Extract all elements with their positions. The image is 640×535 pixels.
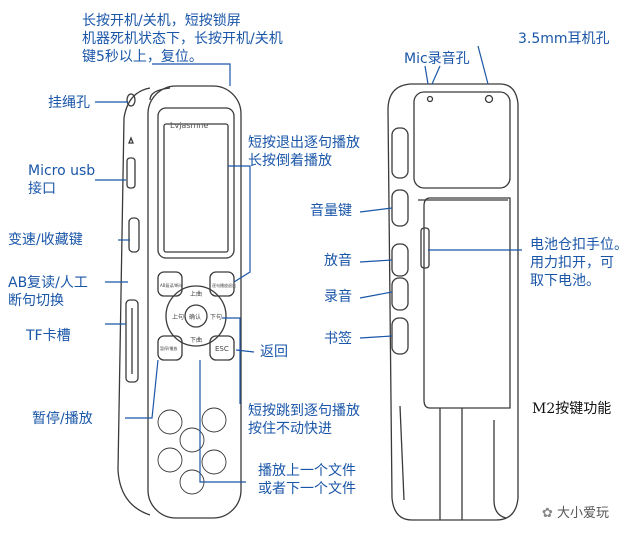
- battery-cover: [423, 197, 511, 409]
- earphone-hole: [484, 94, 494, 104]
- label-back: 返回: [260, 344, 288, 360]
- label-earphone: 3.5mm耳机孔: [518, 31, 610, 47]
- speaker-grille: [157, 407, 227, 495]
- btn-down-text: 下曲: [190, 336, 202, 344]
- micro-usb-port: [126, 157, 136, 189]
- btn-exit-text: 逐句播放退出: [212, 282, 236, 288]
- bookmark-key: [391, 317, 409, 355]
- front-device-side: [117, 87, 151, 516]
- mic-hole: [426, 95, 434, 103]
- label-lanyard: 挂绳孔: [48, 95, 90, 111]
- volume-key: [391, 189, 409, 227]
- label-mic: Mic录音孔: [404, 51, 470, 67]
- tf-card-slot: [125, 299, 139, 383]
- dpad-ring: [165, 285, 227, 347]
- brand-text: Lvjasmne: [170, 121, 208, 130]
- watermark: ✿ 大小爱玩: [542, 502, 609, 521]
- label-ab: AB复读/人工 断句切换: [8, 275, 88, 309]
- label-pause: 暂停/播放: [32, 411, 93, 427]
- front-device: [117, 85, 242, 519]
- label-bookmark: 书签: [324, 331, 352, 347]
- btn-ab-text: AB复读/断句: [160, 282, 183, 288]
- label-tf: TF卡槽: [26, 328, 71, 344]
- btn-esc-text: ESC: [215, 345, 229, 353]
- btn-up-text: 上曲: [190, 290, 202, 298]
- btn-pause-text: 暂停/播放: [160, 345, 177, 351]
- dpad-ok: [184, 304, 208, 328]
- back-device: [387, 83, 519, 521]
- back-device-body: [387, 83, 519, 521]
- label-speed: 变速/收藏键: [8, 232, 83, 248]
- label-jump: 短按跳到逐句播放 按住不动快进: [248, 403, 360, 437]
- power-key: [391, 127, 409, 179]
- battery-latch: [420, 227, 430, 269]
- pause-button: [157, 335, 183, 361]
- label-prevnext: 播放上一个文件 或者下一个文件: [258, 463, 356, 497]
- btn-left-text: 上句: [172, 313, 184, 321]
- front-device-body: [147, 85, 242, 519]
- exit-sentence-button: [209, 271, 235, 297]
- esc-button: [209, 335, 235, 361]
- front-screen: [163, 123, 229, 253]
- play-key: [391, 243, 409, 277]
- watermark-icon: ✿: [542, 506, 558, 521]
- btn-right-text: 下句: [210, 313, 222, 321]
- label-battery: 电池仓扣手位。 用力扣开，可 取下电池。: [530, 237, 628, 289]
- front-screen-frame: [157, 107, 235, 259]
- label-record: 录音: [324, 289, 352, 305]
- label-exit: 短按退出逐句播放 长按倒着播放: [248, 135, 360, 169]
- lanyard-hole: [126, 93, 136, 107]
- label-power: 长按开机/关机，短按锁屏 机器死机状态下，长按开机/关机 键5秒以上，复位。: [82, 13, 283, 65]
- back-top-plate: [413, 91, 511, 189]
- record-key: [391, 277, 409, 311]
- label-usb: Micro usb 接口: [28, 163, 96, 197]
- diagram-caption: M2按键功能: [532, 401, 612, 417]
- speed-key: [128, 217, 140, 253]
- btn-ok-text: 确认: [189, 313, 201, 321]
- callout-lines: [95, 45, 522, 483]
- watermark-text: 大小爱玩: [557, 506, 610, 521]
- label-volume: 音量键: [310, 203, 352, 219]
- ab-button: [157, 271, 183, 297]
- label-play: 放音: [324, 253, 352, 269]
